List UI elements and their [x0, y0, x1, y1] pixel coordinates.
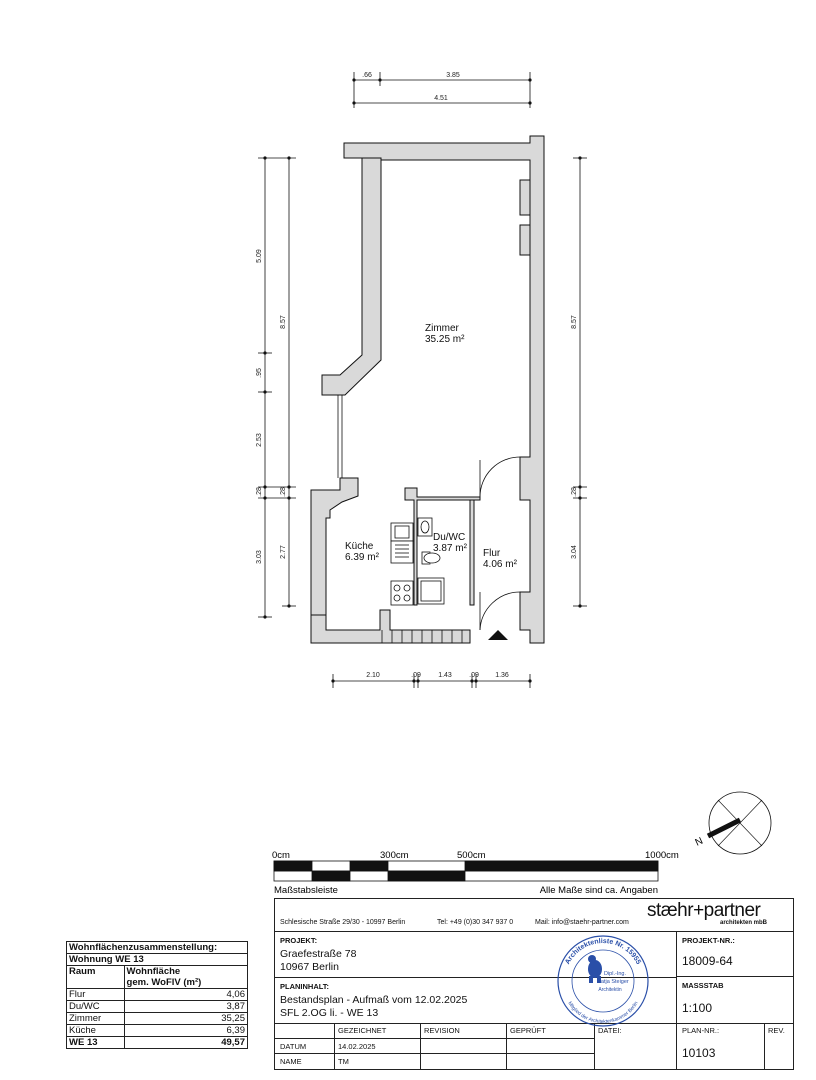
room-flur-area: 4.06 m² [483, 559, 518, 570]
room-duwc-area: 3.87 m² [433, 543, 468, 554]
dim-left-inner-0: 8.57 [280, 315, 287, 329]
stamp-bottom-text: Mitglied der Architektenkammer Berlin [566, 1000, 639, 1025]
scale-tick-1: 300cm [380, 850, 409, 861]
dim-bottom-1: .09 [411, 672, 421, 679]
dim-left-4: 3.03 [256, 550, 263, 564]
plan-nr-label: PLAN-NR.: [682, 1026, 720, 1035]
berlin-bear-icon [588, 955, 602, 983]
dim-top-0: .66 [362, 72, 372, 79]
room-kueche-area: 6.39 m² [345, 552, 380, 563]
office-address: Schlesische Straße 29/30 - 10997 Berlin [280, 919, 406, 926]
dimension-top [353, 72, 531, 108]
dim-top-1: 3.85 [446, 72, 460, 79]
dim-top-2: 4.51 [434, 95, 448, 102]
area-col-room: Raum [66, 965, 125, 989]
entrance-arrow-icon [488, 630, 508, 640]
room-kueche-name: Küche [345, 541, 374, 552]
area-summary-table: Wohnflächenzusammenstellung: Wohnung WE … [66, 941, 249, 1049]
title-block: Schlesische Straße 29/30 - 10997 Berlin … [274, 898, 794, 1070]
dim-bottom-4: 1.36 [495, 672, 509, 679]
dim-right-2: 3.04 [571, 545, 578, 559]
scale-tick-3: 1000cm [645, 850, 679, 861]
stamp-inner-2: Katja Steiger [597, 979, 629, 985]
dim-left-0: 5.09 [256, 249, 263, 263]
logo-subtitle: architekten mbB [720, 920, 768, 926]
planinhalt-label: PLANINHALT: [280, 982, 330, 991]
dim-left-1: .95 [256, 368, 263, 378]
projekt-line-1: Graefestraße 78 [280, 948, 357, 960]
room-flur-name: Flur [483, 548, 501, 559]
stamp-inner-3: Architektin [598, 987, 622, 993]
walls [310, 135, 545, 644]
svg-text:Mitglied der Architektenkammer: Mitglied der Architektenkammer Berlin [566, 1000, 639, 1025]
stamp-top-text: Architektenliste Nr. 15955 [564, 938, 642, 966]
north-label: N [694, 836, 705, 849]
dim-left-3: .28 [256, 487, 263, 497]
datei-label: DATEI: [598, 1026, 622, 1035]
window-left [337, 395, 343, 478]
projekt-label: PROJEKT: [280, 936, 318, 945]
massstab-label: MASSSTAB [682, 981, 724, 990]
massstab-value: 1:100 [682, 1001, 713, 1015]
geprueft-label: GEPRÜFT [510, 1026, 546, 1035]
datum-label: DATUM [280, 1042, 307, 1051]
dim-bottom-3: .09 [469, 672, 479, 679]
architect-stamp: Architektenliste Nr. 15955 Mitglied der … [557, 935, 649, 1027]
gezeichnet-label: GEZEICHNET [338, 1026, 387, 1035]
dim-right-1: .28 [571, 487, 578, 497]
area-table-title: Wohnflächenzusammenstellung: [66, 941, 248, 954]
bathroom-fixtures [417, 517, 445, 605]
datum-value: 14.02.2025 [338, 1042, 376, 1051]
svg-text:Architektenliste Nr. 15955: Architektenliste Nr. 15955 [564, 938, 642, 966]
planinhalt-line-2: SFL 2.OG li. - WE 13 [280, 1007, 379, 1019]
room-duwc-name: Du/WC [433, 532, 465, 543]
office-mail: Mail: info@staehr-partner.com [535, 919, 629, 926]
scale-tick-2: 500cm [457, 850, 486, 861]
dim-right-0: 8.57 [571, 315, 578, 329]
stair-lines [381, 630, 463, 643]
dim-left-2: 2.53 [256, 433, 263, 447]
logo-wordmark: stæhr+partner [647, 900, 761, 921]
projekt-nr: 18009-64 [682, 954, 733, 968]
office-tel: Tel: +49 (0)30 347 937 0 [437, 919, 514, 926]
rev-label: REV. [768, 1026, 785, 1035]
name-value: TM [338, 1057, 349, 1066]
name-label: NAME [280, 1057, 302, 1066]
dim-left-inner-1: .28 [280, 487, 287, 497]
dimension-left [258, 157, 296, 618]
scale-bar [273, 860, 659, 882]
room-zimmer-area: 35.25 m² [425, 334, 465, 345]
scale-bar-label: Maßstabsleiste [274, 885, 338, 896]
area-table-unit: Wohnung WE 13 [66, 953, 248, 966]
dimension-right [573, 157, 587, 607]
dim-bottom-2: 1.43 [438, 672, 452, 679]
kitchen-fixtures [390, 522, 414, 606]
revision-label: REVISION [424, 1026, 460, 1035]
planinhalt-line-1: Bestandsplan - Aufmaß vom 12.02.2025 [280, 994, 468, 1006]
dim-left-inner-2: 2.77 [280, 545, 287, 559]
room-zimmer-name: Zimmer [425, 323, 460, 334]
plan-nr: 10103 [682, 1046, 716, 1060]
projekt-line-2: 10967 Berlin [280, 961, 339, 973]
stamp-inner-1: Dipl.-Ing. [604, 971, 626, 977]
doors [479, 456, 521, 631]
dim-bottom-0: 2.10 [366, 672, 380, 679]
scale-bar-note: Alle Maße sind ca. Angaben [540, 885, 658, 896]
north-arrow-icon [706, 791, 772, 855]
projekt-nr-label: PROJEKT-NR.: [682, 936, 735, 945]
scale-tick-0: 0cm [272, 850, 290, 861]
